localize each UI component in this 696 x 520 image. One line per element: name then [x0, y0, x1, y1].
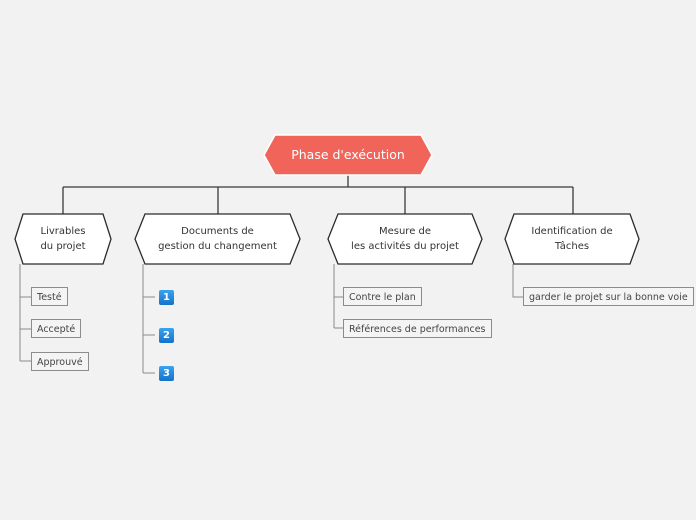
topic-label-line2: du projet [40, 241, 86, 252]
leaf-references-de-performances[interactable]: Références de performances [343, 319, 492, 338]
leaf-contre-le-plan[interactable]: Contre le plan [343, 287, 422, 306]
topic-node-identification[interactable] [504, 213, 640, 265]
leaf-teste[interactable]: Testé [31, 287, 68, 306]
priority-2-icon[interactable]: 2 [159, 328, 174, 343]
topic-label-line2: gestion du changement [158, 241, 277, 252]
priority-1-icon[interactable]: 1 [159, 290, 174, 305]
topic-node-mesure[interactable] [327, 213, 483, 265]
leaf-connectors [19, 264, 523, 374]
topic-label-line2: les activités du projet [351, 241, 459, 252]
root-label: Phase d'exécution [291, 147, 405, 162]
topic-label-line1: Mesure de [378, 226, 432, 237]
root-connectors [62, 175, 574, 214]
priority-3-icon[interactable]: 3 [159, 366, 174, 381]
topic-label-line1: Identification de [531, 226, 613, 237]
leaf-approuve[interactable]: Approuvé [31, 352, 89, 371]
topic-node-livrables[interactable] [14, 213, 112, 265]
root-node[interactable] [263, 134, 433, 176]
leaf-garder-le-projet[interactable]: garder le projet sur la bonne voie [523, 287, 694, 306]
topic-label-documents: Documents de gestion du changement [135, 224, 300, 254]
topic-label-line1: Livrables [40, 226, 86, 237]
leaf-accepte[interactable]: Accepté [31, 319, 82, 338]
topic-label-mesure: Mesure de les activités du projet [328, 224, 482, 254]
topic-label-line2: Tâches [554, 241, 590, 252]
topic-label-identification: Identification de Tâches [505, 224, 639, 254]
topic-label-livrables: Livrables du projet [15, 224, 111, 254]
topic-label-line1: Documents de [181, 226, 254, 237]
topic-node-documents[interactable] [134, 213, 301, 265]
